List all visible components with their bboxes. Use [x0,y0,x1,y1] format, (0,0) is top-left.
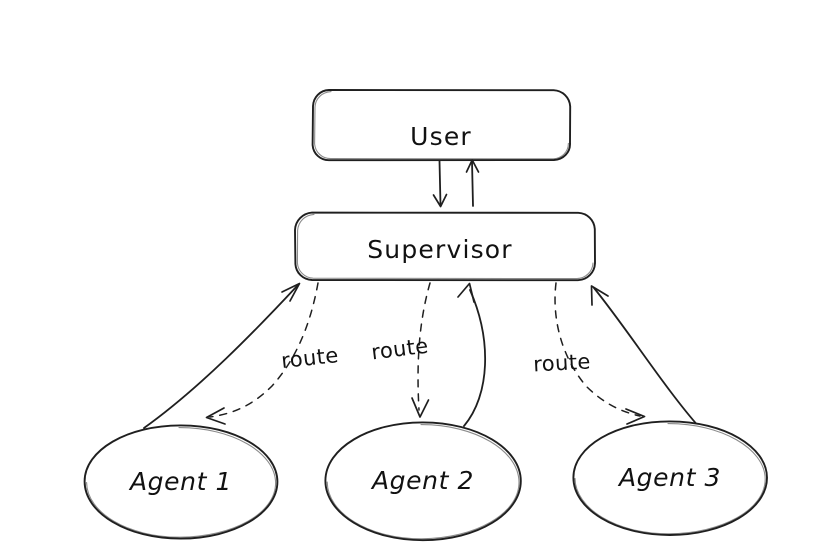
edge-supervisor-to-agent2 [411,282,431,418]
user-to-supervisor-line [438,160,442,206]
node-agent3[interactable]: Agent 3 [572,420,768,536]
route-label-agent2: route [370,334,430,365]
agent2-to-supervisor-line [463,289,487,427]
user-box-outline [311,89,572,162]
user-label: User [410,122,472,151]
agent1-to-supervisor-arrowhead [281,282,301,302]
supervisor-box-sketch-overlay [296,213,594,280]
agent2-to-supervisor-arrowhead [457,282,475,303]
agent1-label: Agent 1 [128,467,232,496]
edge-agent3-to-supervisor [590,285,701,429]
edge-supervisor-to-agent3 [554,282,646,425]
user-to-supervisor-arrowhead [432,193,448,208]
agent2-ellipse-outline [324,421,522,542]
supervisor-to-agent2-line [417,282,431,411]
supervisor-to-agent2-arrowhead [411,397,430,418]
agent1-ellipse-sketch-overlay [86,427,277,538]
supervisor-to-agent1-line [209,282,319,418]
supervisor-box-outline [294,211,596,282]
agent3-ellipse-sketch-overlay [574,423,766,535]
edge-agent1-to-supervisor [143,282,301,429]
agent3-ellipse-outline [572,420,768,536]
supervisor-to-agent3-line [554,282,641,417]
agent3-to-supervisor-line [593,287,701,429]
node-agent2[interactable]: Agent 2 [324,421,522,542]
agent3-to-supervisor-arrowhead [590,285,609,306]
agent2-ellipse-sketch-overlay [326,424,520,540]
agent1-ellipse-outline [83,424,279,540]
supervisor-to-user-arrowhead [465,159,480,173]
supervisor-label: Supervisor [367,235,513,264]
node-supervisor[interactable]: Supervisor [294,211,596,282]
node-agent1[interactable]: Agent 1 [83,424,279,540]
supervisor-to-agent3-arrowhead [625,408,646,425]
supervisor-to-agent1-arrowhead [205,407,226,425]
user-box-sketch-overlay [314,91,569,160]
agent2-label: Agent 2 [370,466,474,495]
edge-label-group: route route route [280,334,591,377]
edge-user-to-supervisor [432,160,448,208]
edge-agent2-to-supervisor [457,282,487,427]
edge-supervisor-to-user [465,159,480,207]
node-user[interactable]: User [311,89,572,162]
edge-supervisor-to-agent1 [205,282,319,425]
agent3-label: Agent 3 [617,463,721,492]
supervisor-to-user-line [471,160,474,207]
agent1-to-supervisor-line [143,284,299,429]
route-label-agent3: route [533,350,592,377]
route-label-agent1: route [280,343,340,373]
